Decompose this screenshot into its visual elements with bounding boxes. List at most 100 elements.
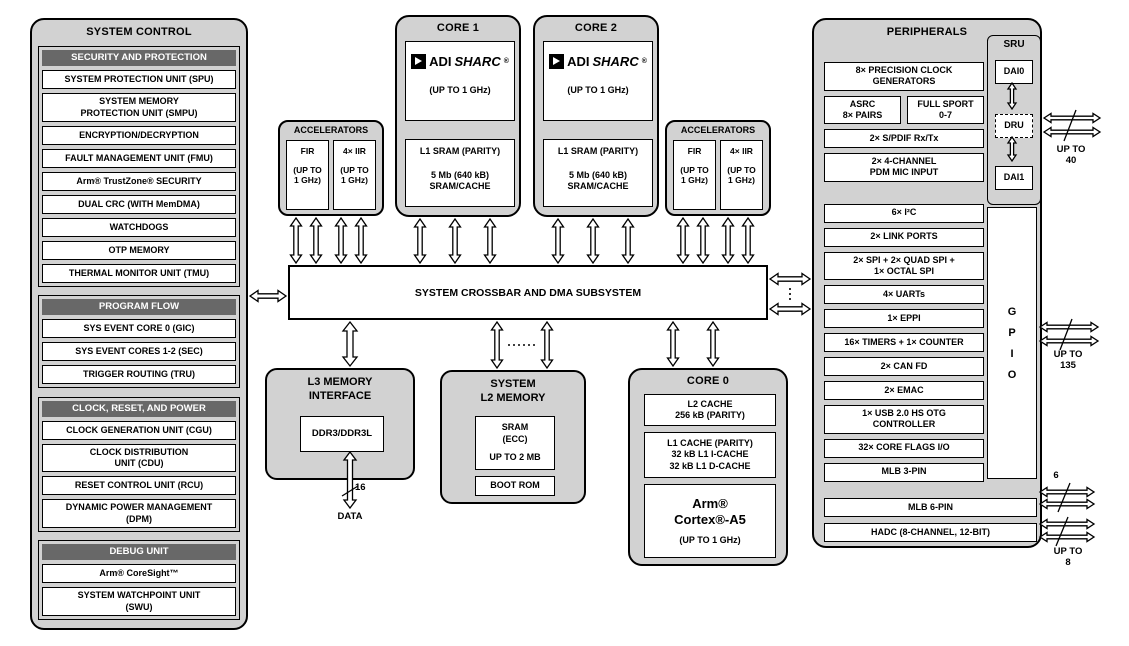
peripheral-item: 2× S/PDIF Rx/Tx xyxy=(824,129,984,148)
double-arrow-icon xyxy=(341,320,359,368)
hadc-box: HADC (8-CHANNEL, 12-BIT) xyxy=(824,523,1037,542)
bus-label-6: 6 xyxy=(1053,470,1059,481)
l1-sram-line: 5 Mb (640 kB) xyxy=(430,169,490,180)
bus-width-tick xyxy=(1055,516,1069,547)
double-arrow-icon xyxy=(696,216,710,265)
accelerators-title: ACCELERATORS xyxy=(680,125,756,135)
double-arrow-icon xyxy=(586,217,600,265)
sharc-reg: ® xyxy=(641,58,647,65)
boot-rom-box: BOOT ROM xyxy=(475,476,555,496)
adi-logo-icon xyxy=(411,54,427,69)
double-arrow-icon xyxy=(354,216,368,265)
system-control-item: SYSTEM MEMORY PROTECTION UNIT (SMPU) xyxy=(42,93,236,122)
double-arrow-icon xyxy=(621,217,635,265)
double-arrow-icon xyxy=(1038,335,1100,347)
core1-l1-sram-box: L1 SRAM (PARITY) 5 Mb (640 kB) SRAM/CACH… xyxy=(405,139,515,207)
system-control-item: WATCHDOGS xyxy=(42,217,236,237)
double-arrow-icon xyxy=(448,217,462,265)
l1-sram-line: L1 SRAM (PARITY) xyxy=(557,146,639,156)
system-control-item: FAULT MANAGEMENT UNIT (FMU) xyxy=(42,148,236,168)
peripheral-item: MLB 3-PIN xyxy=(824,462,984,482)
system-control-item: CLOCK GENERATION UNIT (CGU) xyxy=(42,420,236,440)
peripheral-item: 4× UARTs xyxy=(824,285,984,304)
double-arrow-icon xyxy=(490,320,504,370)
core1-block: CORE 1 ADI SHARC® (UP TO 1 GHz) L1 SRAM … xyxy=(395,15,521,217)
sru-title: SRU xyxy=(1003,39,1025,50)
crossbar-label: SYSTEM CROSSBAR AND DMA SUBSYSTEM xyxy=(414,286,642,299)
double-arrow-icon xyxy=(1038,531,1096,543)
sharc-reg: ® xyxy=(503,58,509,65)
double-arrow-icon xyxy=(666,320,680,368)
l2-sram-line: SRAM xyxy=(501,422,529,432)
peripherals-block: PERIPHERALS 8× PRECISION CLOCK GENERATOR… xyxy=(812,18,1042,548)
double-arrow-icon xyxy=(1038,486,1096,498)
system-control-block: SYSTEM CONTROL SECURITY AND PROTECTION S… xyxy=(30,18,248,630)
system-control-item: TRIGGER ROUTING (TRU) xyxy=(42,365,236,385)
double-arrow-icon xyxy=(1038,321,1100,333)
dai0-box: DAI0 xyxy=(995,60,1033,84)
system-control-sections: SECURITY AND PROTECTION SYSTEM PROTECTIO… xyxy=(38,46,240,620)
system-control-item: THERMAL MONITOR UNIT (TMU) xyxy=(42,263,236,283)
l1-sram-line: SRAM/CACHE xyxy=(567,181,629,192)
system-control-title: SYSTEM CONTROL xyxy=(86,26,192,38)
core2-l1-sram-box: L1 SRAM (PARITY) 5 Mb (640 kB) SRAM/CACH… xyxy=(543,139,653,207)
double-arrow-icon xyxy=(334,216,348,265)
peripheral-item: 2× EMAC xyxy=(824,381,984,400)
peripheral-item: 2× 4-CHANNEL PDM MIC INPUT xyxy=(824,153,984,182)
gpio-letter: I xyxy=(1010,347,1014,360)
double-arrow-icon xyxy=(289,216,303,265)
core2-title: CORE 2 xyxy=(574,22,618,34)
double-arrow-icon xyxy=(1042,112,1102,124)
core1-sharc-box: ADI SHARC® (UP TO 1 GHz) xyxy=(405,41,515,121)
peripheral-item: 2× SPI + 2× QUAD SPI + 1× OCTAL SPI xyxy=(824,251,984,280)
ddr-bus-width-label: 16 xyxy=(355,482,366,493)
gpio-letter: P xyxy=(1008,326,1016,339)
core2-speed: (UP TO 1 GHz) xyxy=(567,85,629,95)
section-header: PROGRAM FLOW xyxy=(42,299,236,316)
mlb-6pin-box: MLB 6-PIN xyxy=(824,498,1037,517)
peripheral-item: 1× USB 2.0 HS OTG CONTROLLER xyxy=(824,405,984,434)
double-arrow-icon xyxy=(483,217,497,265)
accelerators-title: ACCELERATORS xyxy=(293,125,369,135)
gpio-letter: O xyxy=(1007,368,1017,381)
peripheral-item-clock-generators: 8× PRECISION CLOCK GENERATORS xyxy=(824,62,984,91)
section-security-and-protection: SECURITY AND PROTECTION SYSTEM PROTECTIO… xyxy=(38,46,240,287)
core1-title: CORE 1 xyxy=(436,22,480,34)
system-control-item: SYSTEM PROTECTION UNIT (SPU) xyxy=(42,70,236,90)
l1-sram-line: SRAM/CACHE xyxy=(429,181,491,192)
adi-logo-text: ADI xyxy=(567,54,590,69)
double-arrow-icon xyxy=(309,216,323,265)
section-header: DEBUG UNIT xyxy=(42,544,236,561)
system-control-item: DUAL CRC (WITH MemDMA) xyxy=(42,194,236,214)
peripheral-item: 16× TIMERS + 1× COUNTER xyxy=(824,333,984,352)
crossbar-block: SYSTEM CROSSBAR AND DMA SUBSYSTEM xyxy=(288,265,768,320)
system-control-item: OTP MEMORY xyxy=(42,240,236,260)
core2-sharc-box: ADI SHARC® (UP TO 1 GHz) xyxy=(543,41,653,121)
bus-width-tick xyxy=(1063,109,1077,142)
system-control-item: SYSTEM WATCHPOINT UNIT (SWU) xyxy=(42,587,236,616)
peripheral-item: 6× I²C xyxy=(824,203,984,223)
bus-width-tick xyxy=(1057,482,1071,513)
double-arrow-icon xyxy=(768,302,812,316)
double-arrow-icon xyxy=(706,320,720,368)
double-arrow-icon xyxy=(540,320,554,370)
double-arrow-icon xyxy=(741,216,755,265)
double-arrow-icon xyxy=(1038,498,1096,510)
section-header: SECURITY AND PROTECTION xyxy=(42,50,236,67)
core1-speed: (UP TO 1 GHz) xyxy=(429,85,491,95)
double-arrow-icon xyxy=(1042,126,1102,138)
double-arrow-icon xyxy=(248,289,288,303)
